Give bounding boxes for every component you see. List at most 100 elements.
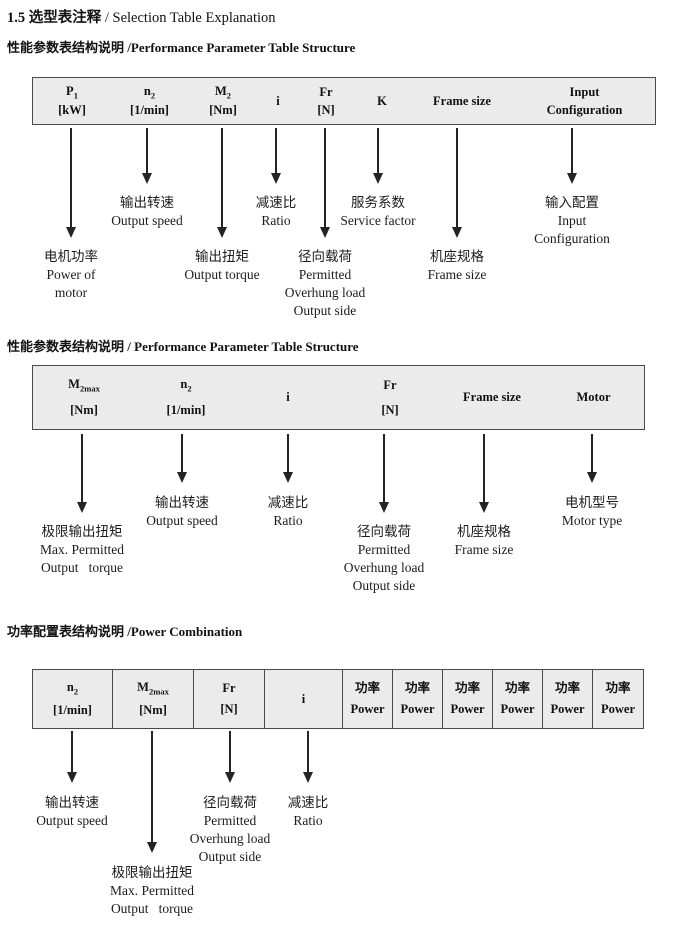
arrow-shaft: [221, 128, 223, 227]
header-symbol-base: i: [301, 691, 306, 706]
callout-label-cn: 减速比: [287, 795, 329, 810]
header-unit: [Nm]: [139, 702, 167, 717]
callout-label-en: Max. Permitted: [110, 883, 194, 898]
section-heading-cn: 性能参数表结构说明: [7, 339, 125, 354]
callout-label-en: Permitted: [298, 267, 352, 282]
table-header-row: M2max[Nm]n2[1/min] i Fr [N] Frame size Motor: [32, 365, 645, 430]
section-heading-en: Power Combination: [130, 624, 243, 639]
arrow-head-icon: [217, 227, 227, 238]
callout-label-en: Output side: [293, 303, 357, 318]
header-symbol-base: Fr: [383, 377, 397, 392]
header-symbol: i: [276, 93, 280, 108]
section-heading-cn: 功率配置表结构说明: [7, 624, 125, 639]
table-header-cell: Frame size: [441, 366, 543, 429]
callout-label-en: Output torque: [184, 267, 260, 282]
header-symbol-subscript: 2max: [79, 383, 100, 394]
header-symbol-base: n: [66, 680, 74, 695]
arrow-shaft: [181, 434, 183, 472]
header-symbol: n2: [67, 681, 78, 696]
header-symbol-base: 功率: [504, 681, 530, 695]
callout-label-cn: 减速比: [255, 195, 297, 210]
header-symbol: Fr: [319, 85, 332, 99]
table-header-cell: P1 [kW]: [33, 78, 111, 124]
arrow-shaft: [456, 128, 458, 227]
callout-label-en: Permitted: [203, 813, 257, 828]
callout-label-cn: 减速比: [267, 495, 309, 510]
callout-label-en: Output speed: [36, 813, 108, 828]
header-symbol-base: i: [276, 93, 280, 108]
callout-label-cn: 电机功率: [44, 249, 98, 264]
header-symbol: Input: [569, 84, 600, 99]
arrow-head-icon: [142, 173, 152, 184]
header-symbol-base: Motor: [576, 390, 611, 404]
callout-label-en: Input: [557, 213, 587, 228]
arrow-head-icon: [67, 772, 77, 783]
arrow-shaft: [70, 128, 72, 227]
header-symbol: 功率: [555, 682, 580, 695]
section-heading-separator: /: [124, 339, 135, 354]
header-unit: [kW]: [58, 103, 86, 118]
arrow-shaft: [307, 731, 309, 772]
table-header-cell: Fr[N]: [194, 670, 265, 728]
header-unit: Configuration: [546, 102, 623, 117]
header-symbol: i: [286, 391, 289, 404]
callout-label-en: Motor type: [561, 513, 623, 528]
callout-label-en: Frame size: [427, 267, 487, 282]
arrow-shaft: [229, 731, 231, 772]
callout-label-en: Output torque: [110, 901, 194, 916]
section-heading-separator: /: [124, 40, 131, 55]
header-unit: [N]: [381, 402, 399, 417]
header-symbol-base: 功率: [354, 681, 380, 695]
callout-label-cn: 输入配置: [545, 195, 599, 210]
arrow-shaft: [71, 731, 73, 772]
callout-label-cn: 输出转速: [45, 795, 99, 810]
header-symbol: 功率: [605, 682, 630, 695]
table-header-cell: M2max[Nm]: [33, 366, 135, 429]
page-title-cn: 1.5 选型表注释: [7, 10, 102, 26]
callout-label: 减速比 Ratio: [288, 794, 329, 830]
callout-label-en: Output torque: [40, 560, 124, 575]
header-unit: [1/min]: [130, 103, 169, 118]
header-symbol-base: Frame size: [463, 390, 521, 404]
header-symbol-base: 功率: [605, 681, 631, 695]
callout-label-en: Ratio: [293, 813, 323, 828]
header-symbol-base: K: [377, 93, 387, 108]
callout-label-cn: 输出转速: [155, 495, 209, 510]
header-unit: [1/min]: [166, 403, 206, 418]
arrow-head-icon: [320, 227, 330, 238]
header-symbol: P1: [66, 84, 78, 99]
header-symbol: Fr: [222, 682, 235, 695]
callout-label-en: Power of: [46, 267, 96, 282]
callout-label-en: Output speed: [111, 213, 183, 228]
header-symbol: 功率: [455, 682, 480, 695]
table-header-cell: n2[1/min]: [135, 366, 237, 429]
arrow-shaft: [146, 128, 148, 173]
header-symbol-base: M: [214, 83, 227, 98]
table-header-cell: Fr [N]: [339, 366, 441, 429]
header-symbol-base: Input: [569, 84, 600, 99]
callout-label-cn: 极限输出扭矩: [111, 865, 193, 880]
header-symbol: M2: [214, 83, 231, 99]
callout-label-en: Configuration: [534, 231, 610, 246]
header-symbol-base: Frame size: [433, 93, 491, 108]
callout-label-en: Output speed: [146, 513, 218, 528]
arrow-head-icon: [271, 173, 281, 184]
header-symbol: Motor: [576, 391, 610, 404]
table-header-cell: n2[1/min]: [33, 670, 113, 728]
arrow-shaft: [324, 128, 326, 227]
table-header-cell: Fr[N]: [298, 78, 354, 124]
arrow-head-icon: [452, 227, 462, 238]
arrow-head-icon: [373, 173, 383, 184]
